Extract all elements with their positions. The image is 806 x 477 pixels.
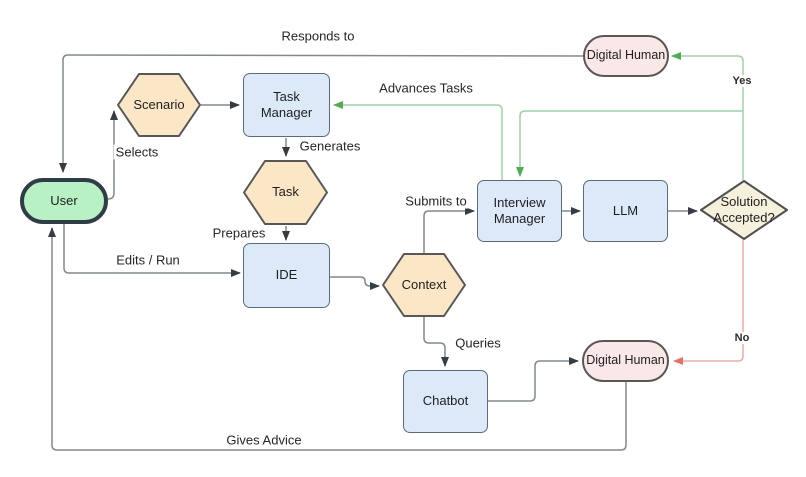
edge-label-queries: Queries [453, 335, 503, 351]
edge-yes-branch [516, 110, 743, 177]
edge-label-prepares: Prepares [210, 225, 268, 241]
edge-label-submits-to: Submits to [403, 193, 469, 209]
edge-label-yes: Yes [730, 75, 754, 87]
edge-submits-to [423, 207, 475, 253]
node-context: Context [382, 253, 466, 317]
node-digital-human-top-label: Digital Human [586, 48, 666, 63]
node-task-label: Task [272, 184, 299, 200]
node-digital-human-bottom-label: Digital Human [586, 353, 665, 368]
edge-chatbot-dh [488, 357, 579, 402]
edge-label-edits-run: Edits / Run [114, 252, 182, 268]
edge-label-advances-tasks: Advances Tasks [377, 80, 475, 96]
node-digital-human-top: Digital Human [583, 35, 669, 77]
node-ide: IDE [243, 243, 330, 308]
node-solution-accepted-label: Solution Accepted? [713, 193, 775, 225]
node-context-label: Context [401, 276, 447, 292]
node-digital-human-bottom: Digital Human [582, 340, 669, 382]
node-scenario: Scenario [117, 73, 201, 137]
node-user-label: User [50, 192, 78, 208]
node-interview-manager: Interview Manager [477, 180, 562, 242]
diamond-shape [700, 180, 788, 240]
edge-label-responds-to: Responds to [279, 28, 357, 44]
node-task: Task [243, 160, 328, 225]
node-chatbot: Chatbot [403, 370, 488, 433]
node-interview-manager-label: Interview Manager [493, 194, 546, 226]
node-solution-accepted: Solution Accepted? [700, 180, 788, 240]
edge-label-gives-advice: Gives Advice [224, 432, 304, 448]
edge-label-selects: Selects [113, 144, 161, 160]
node-task-manager-label: Task Manager [260, 88, 313, 120]
node-user: User [20, 178, 108, 224]
node-llm-label: LLM [612, 202, 639, 218]
node-llm: LLM [583, 180, 668, 242]
edge-queries [423, 317, 449, 367]
edge-ide-context [330, 276, 380, 290]
edge-label-generates: Generates [297, 138, 363, 154]
edge-label-no: No [732, 332, 752, 344]
node-scenario-label: Scenario [133, 96, 185, 112]
node-ide-label: IDE [275, 267, 298, 283]
node-chatbot-label: Chatbot [422, 393, 469, 409]
node-task-manager: Task Manager [243, 73, 330, 137]
